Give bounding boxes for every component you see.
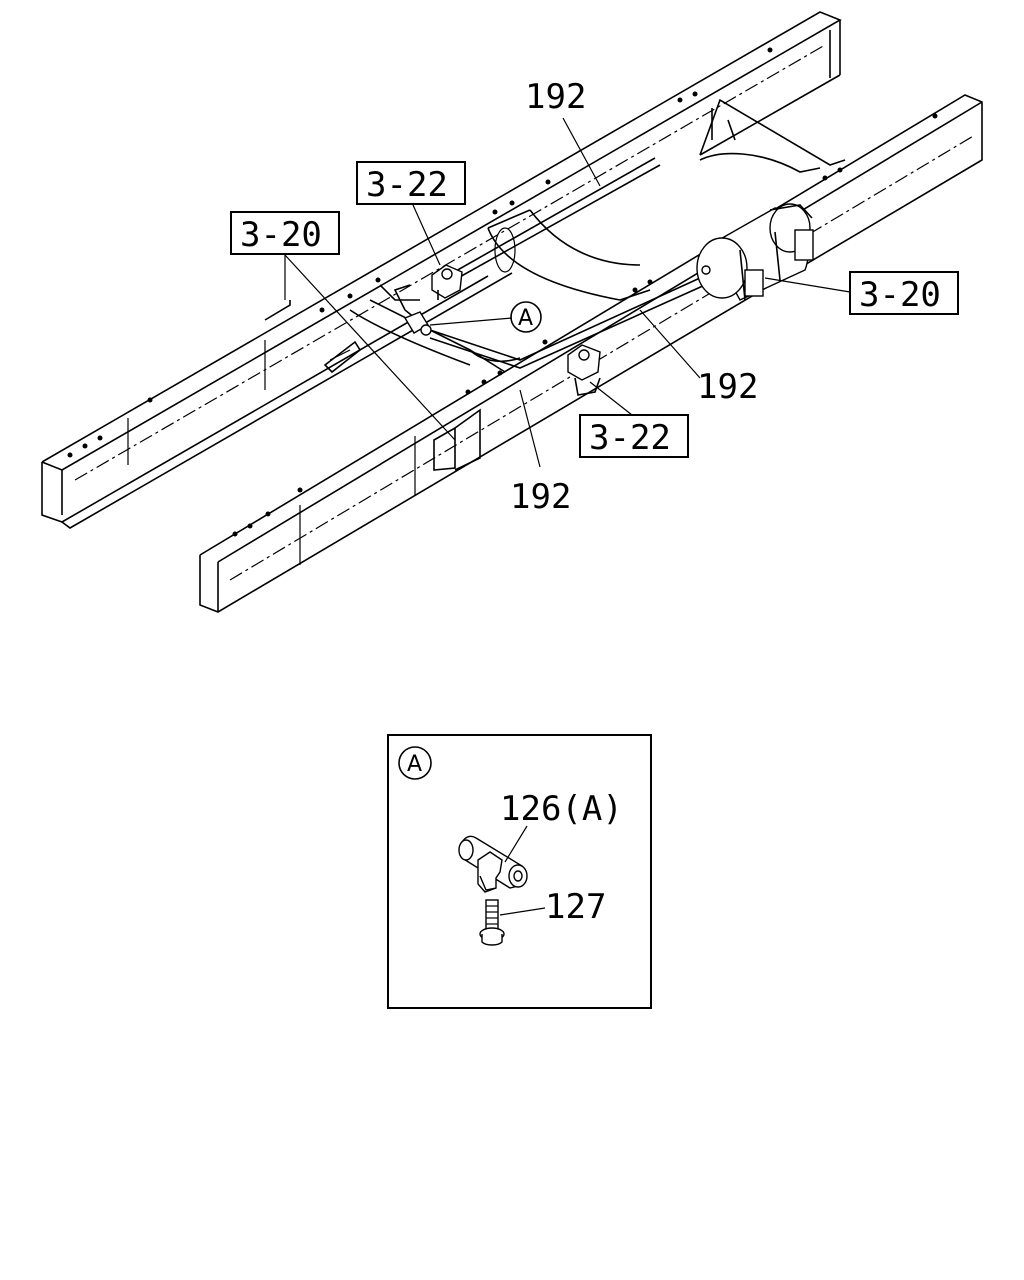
rail-holes	[67, 47, 938, 537]
tee-fitting	[458, 835, 528, 893]
leader-lines	[284, 117, 851, 468]
part-192-bottom-label: 192	[510, 477, 571, 517]
ref-3-22-top-text: 3-22	[366, 165, 448, 205]
ref-box-3-22-bottom[interactable]: 3-22	[579, 414, 689, 458]
part-192-top-label: 192	[525, 77, 586, 117]
ref-box-3-20-left[interactable]: 3-20	[230, 211, 340, 255]
lower-valve	[567, 344, 601, 396]
ref-3-22-bottom-text: 3-22	[589, 418, 671, 458]
detail-a-marker-text: A	[518, 306, 533, 331]
part-126-label: 126(A)	[500, 789, 623, 829]
cross-members	[323, 98, 846, 374]
mounting-plate	[264, 300, 481, 471]
tee-fitting-location	[403, 311, 432, 336]
part-127-label: 127	[545, 887, 606, 927]
upper-valve	[431, 264, 463, 300]
detail-a-inset: A 126(A) 127	[387, 734, 652, 1009]
detail-a-inset-marker: A	[398, 746, 432, 780]
ref-3-20-right-text: 3-20	[859, 275, 941, 315]
air-pipes	[393, 157, 706, 369]
detail-a-inset-marker-text: A	[407, 752, 422, 777]
ref-box-3-22-top[interactable]: 3-22	[356, 161, 466, 205]
bolt	[479, 899, 505, 946]
part-192-right-label: 192	[697, 367, 758, 407]
ref-3-20-left-text: 3-20	[240, 215, 322, 255]
air-tank	[696, 203, 814, 301]
upper-frame-rail	[41, 11, 842, 529]
detail-a-marker[interactable]: A	[510, 301, 542, 333]
ref-box-3-20-right[interactable]: 3-20	[849, 271, 959, 315]
